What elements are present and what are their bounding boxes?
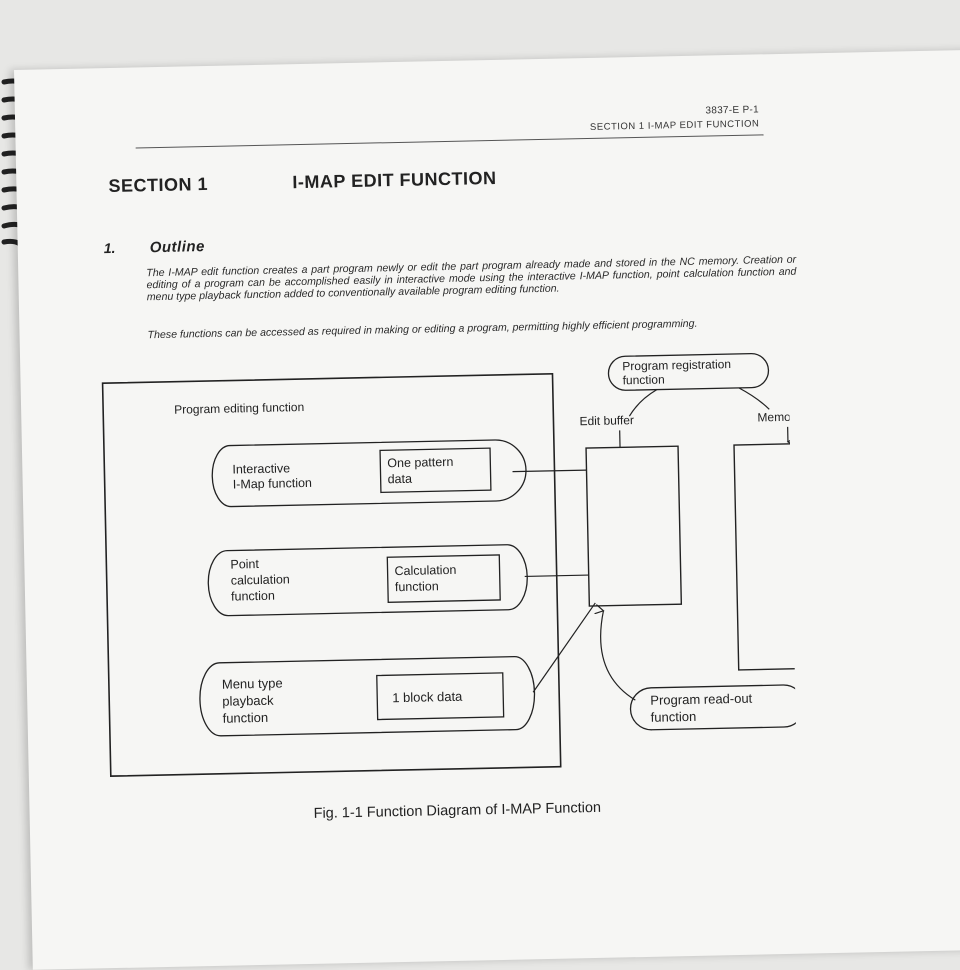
registration-line1: Program registration	[622, 357, 731, 373]
document-code: 3837-E P-1	[655, 104, 759, 117]
menu-playback-group: Menu type playback function 1 block data	[199, 656, 535, 736]
memory-box	[734, 443, 797, 670]
interactive-label-line1: Interactive	[232, 461, 290, 476]
registration-right-curve	[739, 387, 769, 410]
subsection-title: Outline	[150, 238, 206, 256]
point-label-line1: Point	[230, 557, 259, 572]
program-editing-frame	[103, 374, 561, 776]
calculation-function-box	[387, 555, 500, 602]
header-rule	[136, 134, 764, 148]
one-pattern-line1: One pattern	[387, 455, 453, 470]
function-diagram: Program editing function Interactive I-M…	[98, 349, 797, 783]
running-header: SECTION 1 I-MAP EDIT FUNCTION	[495, 118, 759, 135]
interactive-imap-group: Interactive I-Map function One pattern d…	[212, 439, 527, 507]
readout-to-buffer-curve	[600, 610, 635, 701]
program-editing-label: Program editing function	[174, 400, 304, 417]
menu-label-line2: playback	[222, 693, 274, 709]
section-number: SECTION 1	[108, 174, 208, 197]
subsection-number: 1.	[104, 240, 116, 256]
calc-box-line2: function	[395, 579, 439, 594]
manual-page: 3837-E P-1 SECTION 1 I-MAP EDIT FUNCTION…	[14, 50, 960, 970]
point-label-line3: function	[231, 589, 275, 604]
memory-label: Memory	[757, 410, 797, 425]
readout-line2: function	[651, 709, 697, 725]
calc-box-line1: Calculation	[394, 563, 456, 578]
registration-line2: function	[622, 372, 664, 387]
one-block-data-label: 1 block data	[392, 689, 463, 705]
one-pattern-line2: data	[388, 472, 413, 487]
program-registration-node: Program registration function	[608, 353, 769, 390]
menu-label-line3: function	[222, 710, 268, 726]
edit-buffer-label: Edit buffer	[579, 413, 634, 428]
point-calculation-group: Point calculation function Calculation f…	[208, 544, 528, 616]
interactive-label-line2: I-Map function	[233, 476, 313, 492]
menu-label-line1: Menu type	[222, 676, 283, 692]
point-label-line2: calculation	[231, 572, 290, 587]
outline-paragraph-1: The I-MAP edit function creates a part p…	[146, 254, 797, 304]
program-readout-node: Program read-out function	[630, 685, 797, 731]
outline-paragraph-2: These functions can be accessed as requi…	[147, 316, 797, 342]
figure-caption: Fig. 1-1 Function Diagram of I-MAP Funct…	[313, 800, 601, 822]
readout-line1: Program read-out	[650, 691, 753, 708]
edit-buffer-box	[586, 446, 681, 606]
section-title: I-MAP EDIT FUNCTION	[292, 168, 497, 193]
